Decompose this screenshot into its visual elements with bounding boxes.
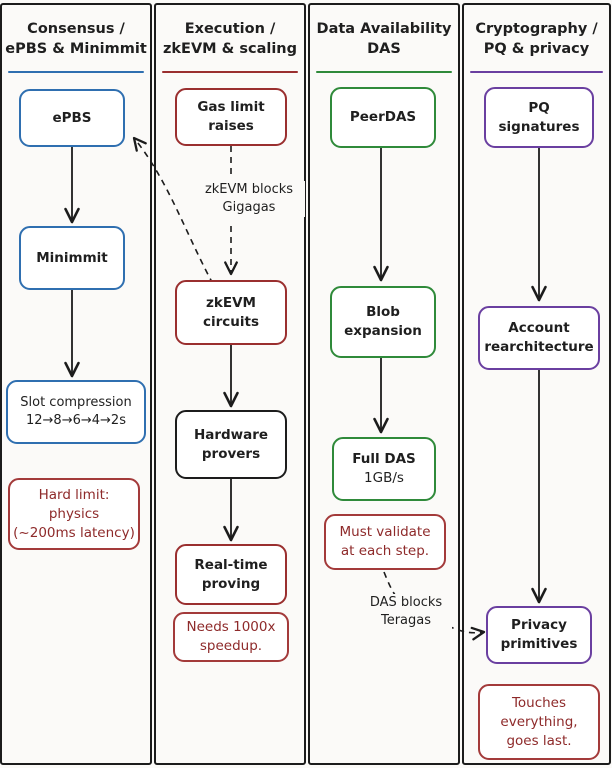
node-account-rearchitecture: Account rearchitecture <box>478 306 600 370</box>
lane-title-cryptography: Cryptography / PQ & privacy <box>475 21 598 57</box>
node-privacy-primitives: Privacy primitives <box>486 606 592 664</box>
node-blob-expansion: Blob expansion <box>330 286 436 358</box>
note-must-validate: Must validate at each step. <box>324 514 446 570</box>
note-needs-speedup: Needs 1000x speedup. <box>173 612 289 662</box>
note-touches-everything: Touches everything, goes last. <box>478 684 600 760</box>
node-slot-compression: Slot compression 12→8→6→4→2s <box>6 380 146 444</box>
note-hard-limit: Hard limit: physics (~200ms latency) <box>8 478 140 550</box>
node-epbs: ePBS <box>19 89 125 147</box>
lane-underline-execution <box>162 71 298 73</box>
node-zkevm-circuits: zkEVM circuits <box>175 280 287 345</box>
edge-label-zkevm-blocks: zkEVM blocks Gigagas <box>193 181 305 217</box>
node-peerdas: PeerDAS <box>330 87 436 148</box>
lane-title-execution: Execution / zkEVM & scaling <box>162 21 298 57</box>
node-slot-title: Slot compression <box>20 395 132 410</box>
node-pq-signatures: PQ signatures <box>484 87 594 148</box>
node-full-das: Full DAS 1GB/s <box>332 437 436 501</box>
lane-title-consensus: Consensus / ePBS & Minimmit <box>5 21 147 57</box>
node-minimmit: Minimmit <box>19 226 125 290</box>
node-slot-sequence: 12→8→6→4→2s <box>26 413 126 428</box>
edge-label-das-blocks: DAS blocks Teragas <box>360 594 452 630</box>
lane-underline-data-availability <box>316 71 452 73</box>
node-real-time-proving: Real-time proving <box>175 544 287 605</box>
node-hardware-provers: Hardware provers <box>175 410 287 479</box>
node-full-das-rate: 1GB/s <box>364 470 404 486</box>
lane-title-data-availability: Data Availability DAS <box>316 21 452 57</box>
lane-underline-consensus <box>8 71 144 73</box>
node-gas-limit: Gas limit raises <box>175 88 287 146</box>
node-full-das-title: Full DAS <box>352 451 416 467</box>
lane-underline-cryptography <box>470 71 603 73</box>
